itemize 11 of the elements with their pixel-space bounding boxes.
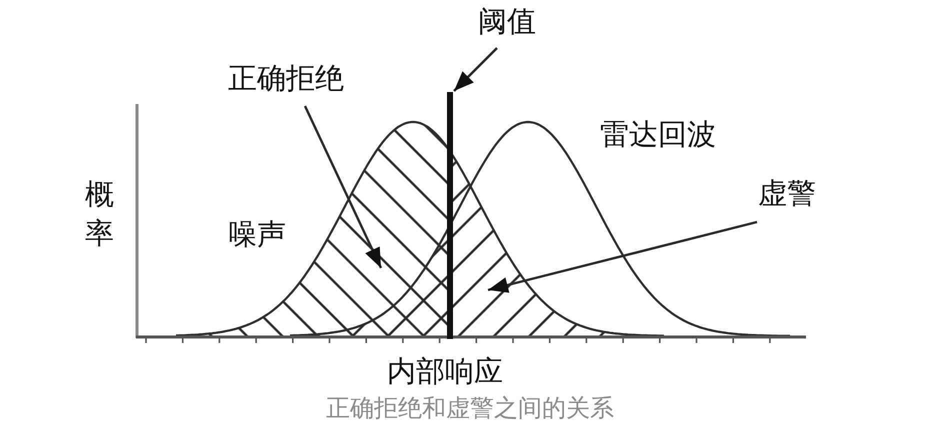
- callout-label: 正确拒绝: [228, 64, 344, 93]
- axis-title: 内部响应: [387, 357, 503, 386]
- curve-label: 噪声: [228, 220, 286, 249]
- callout-label: 阈值: [478, 7, 536, 36]
- leader-arrow: [304, 106, 382, 268]
- leader-arrow: [488, 220, 758, 293]
- leader-arrow: [453, 47, 498, 92]
- curve-label: 雷达回波: [600, 120, 716, 149]
- callout-label: 虚警: [758, 179, 816, 208]
- axis-title: 概率: [85, 176, 114, 252]
- figure-caption: 正确拒绝和虚警之间的关系: [326, 396, 614, 420]
